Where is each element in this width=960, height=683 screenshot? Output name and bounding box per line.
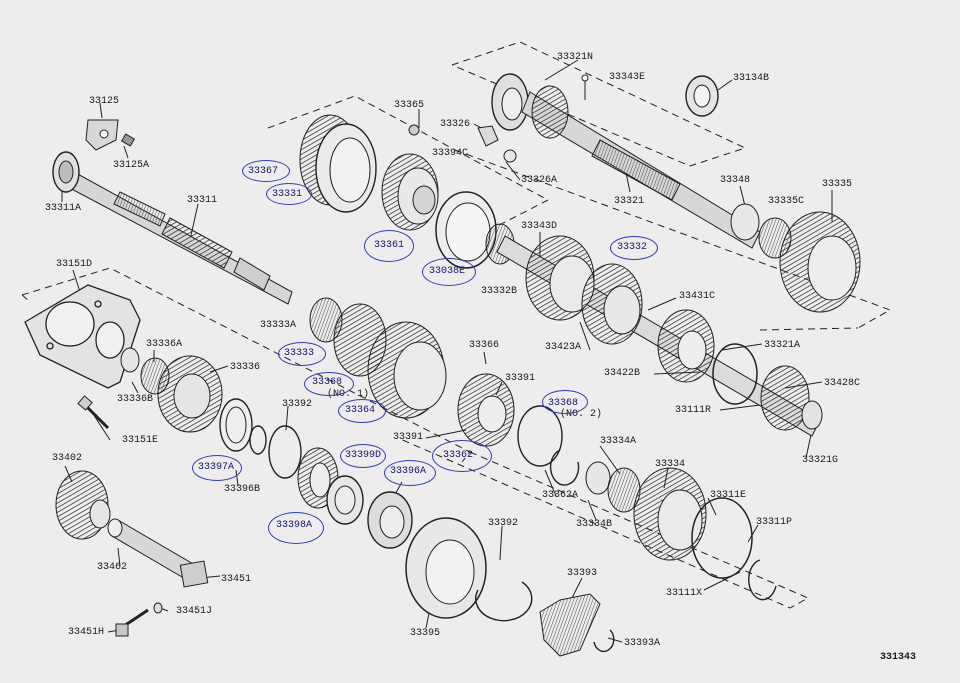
- part-label-33321a: 33321A: [764, 340, 801, 351]
- part-label-33151e: 33151E: [122, 435, 159, 446]
- pen-circle-33367: [242, 160, 290, 182]
- part-label-33391-upper: 33391: [505, 373, 536, 384]
- reverse-gear-cluster: [120, 347, 533, 622]
- part-label-33332b: 33332B: [481, 286, 518, 297]
- part-label-33111x: 33111X: [666, 588, 703, 599]
- part-label-33391-lower: 33391: [393, 432, 424, 443]
- part-label-33334b: 33334B: [576, 519, 613, 530]
- pen-circle-33362: [432, 440, 492, 472]
- housing-plate: [24, 284, 141, 389]
- part-label-33134b: 33134B: [733, 73, 770, 84]
- part-label-33311a: 33311A: [45, 203, 82, 214]
- pen-circle-33333: [278, 342, 326, 366]
- part-label-33348: 33348: [720, 175, 751, 186]
- part-label-33368-no1-note: (NO. 1): [327, 389, 370, 400]
- pen-circle-33398a: [268, 512, 324, 544]
- part-label-33428c: 33428C: [824, 378, 861, 389]
- pen-circle-33368-no1: [304, 372, 354, 396]
- part-label-33368-no2-note: (NO. 2): [560, 409, 603, 420]
- bolt-33151e: [77, 395, 110, 430]
- third-fourth-sync: [309, 297, 580, 486]
- part-label-33335: 33335: [822, 179, 853, 190]
- part-label-33462: 33462: [97, 562, 128, 573]
- part-label-33423a: 33423A: [545, 342, 582, 353]
- part-label-33336b: 33336B: [117, 394, 154, 405]
- part-label-33334a: 33334A: [600, 436, 637, 447]
- part-label-33311e: 33311E: [710, 490, 747, 501]
- figure-id: 331343: [880, 652, 917, 663]
- pen-circle-33331: [266, 183, 312, 205]
- part-label-33402: 33402: [52, 453, 83, 464]
- pen-circle-33399d: [340, 444, 386, 468]
- pen-circle-33364: [338, 399, 386, 423]
- part-label-33365: 33365: [394, 100, 425, 111]
- part-label-33343d: 33343D: [521, 221, 558, 232]
- part-label-33311p: 33311P: [756, 517, 793, 528]
- reverse-idler-gear: [55, 470, 209, 637]
- part-label-33336a: 33336A: [146, 339, 183, 350]
- release-fork-part: [85, 119, 136, 151]
- part-label-33451j: 33451J: [176, 606, 213, 617]
- part-label-33321g: 33321G: [802, 455, 839, 466]
- part-label-33394c: 33394C: [432, 148, 469, 159]
- output-shaft-assembly: [491, 73, 861, 313]
- part-label-33151d: 33151D: [56, 259, 93, 270]
- shift-fork-parts: [539, 593, 615, 657]
- part-label-33343e: 33343E: [609, 72, 646, 83]
- part-label-33125: 33125: [89, 96, 120, 107]
- part-label-33321: 33321: [614, 196, 645, 207]
- main-shaft-gears: [485, 223, 823, 437]
- part-label-33326: 33326: [440, 119, 471, 130]
- part-label-33366: 33366: [469, 340, 500, 351]
- part-label-33422b: 33422B: [604, 368, 641, 379]
- part-label-33393a: 33393A: [624, 638, 661, 649]
- part-label-33393: 33393: [567, 568, 598, 579]
- part-label-33336: 33336: [230, 362, 261, 373]
- pen-circle-33397a: [192, 455, 242, 481]
- part-label-33451: 33451: [221, 574, 252, 585]
- part-label-33334: 33334: [655, 459, 686, 470]
- part-label-33111r: 33111R: [675, 405, 712, 416]
- part-label-33451h: 33451H: [68, 627, 105, 638]
- pen-circle-33038e: [422, 258, 476, 286]
- part-label-33431c: 33431C: [679, 291, 716, 302]
- part-label-33335c: 33335C: [768, 196, 805, 207]
- part-label-33333a: 33333A: [260, 320, 297, 331]
- part-label-33392-upper: 33392: [282, 399, 313, 410]
- pen-circle-33361: [364, 230, 414, 262]
- part-label-33392-lower: 33392: [488, 518, 519, 529]
- pen-circle-33396a: [384, 460, 436, 486]
- part-label-33362a: 33362A: [542, 490, 579, 501]
- pen-circle-33368-no2: [542, 390, 588, 414]
- part-label-33321n: 33321N: [557, 52, 594, 63]
- part-label-33396b: 33396B: [224, 484, 261, 495]
- part-label-33125a: 33125A: [113, 160, 150, 171]
- pen-circle-33332: [610, 236, 658, 260]
- part-label-33326a: 33326A: [521, 175, 558, 186]
- part-label-33311: 33311: [187, 195, 218, 206]
- first-second-gear-set: [585, 461, 777, 601]
- part-label-33395: 33395: [410, 628, 441, 639]
- input-shaft: [52, 151, 293, 305]
